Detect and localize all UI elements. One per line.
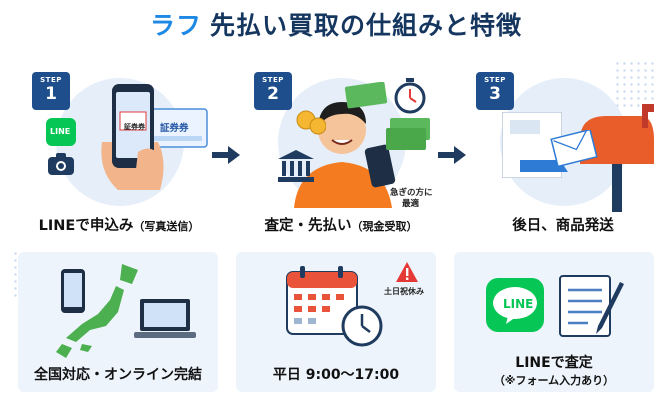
brand-name: ラフ (149, 11, 202, 40)
page-title: ラフ先払い買取の仕組みと特徴 (0, 6, 672, 42)
bank-building-icon (278, 150, 314, 182)
step-2-badge: STEP 2 (254, 72, 292, 110)
feature-hours-label: 平日 9:00〜17:00 (272, 367, 400, 383)
step-1-caption-main: LINEで申込み (38, 218, 134, 234)
step-3: STEP 3 後日、商品発送 (458, 0, 658, 240)
arrow-right-icon (212, 146, 240, 164)
laptop-icon (134, 299, 196, 338)
step-badge-word: STEP (262, 76, 284, 84)
feature-line-label: LINEで査定 (515, 355, 593, 371)
step-2-caption-sub: （現金受取） (351, 220, 418, 233)
decorative-dots (614, 60, 654, 110)
clock-icon (341, 305, 383, 347)
step-2-caption-main: 査定・先払い (264, 218, 352, 234)
feature-hours: 土日祝休み 平日 9:00〜17:00 (236, 252, 436, 392)
form-document-icon (559, 275, 624, 337)
banknotes-icon (344, 82, 430, 150)
line-logo-text: LINE (503, 297, 534, 311)
step-1-badge: STEP 1 (32, 72, 70, 110)
stopwatch-icon (394, 78, 426, 114)
step-badge-number: 2 (267, 84, 279, 104)
step-3-caption: 後日、商品発送 (458, 214, 668, 235)
person-with-phone-icon (294, 102, 396, 208)
feature-line-assessment: LINE LINEで査定 （※フォーム入力あり） (454, 252, 654, 392)
feature-nationwide: 全国対応・オンライン完結 (18, 252, 218, 392)
mailbox-icon (580, 104, 654, 212)
step-badge-number: 1 (45, 84, 57, 104)
step-3-badge: STEP 3 (476, 72, 514, 110)
arrow-right-icon (438, 146, 466, 164)
step-badge-word: STEP (40, 76, 62, 84)
smartphone-icon (61, 269, 85, 313)
line-logo-icon (486, 278, 544, 332)
step-1-caption: LINEで申込み（写真送信） (14, 214, 224, 235)
step-1-caption-sub: （写真送信） (133, 220, 200, 233)
envelope-hand-icon (520, 130, 598, 172)
step-3-caption-main: 後日、商品発送 (512, 218, 614, 234)
step-2: STEP 2 急ぎの方に 最適 査定・先払い（現金受取） (236, 0, 436, 240)
id-card-text: 証券券 (124, 123, 145, 131)
camera-icon (48, 153, 74, 175)
line-app-icon (46, 118, 76, 146)
feature-nationwide-label: 全国対応・オンライン完結 (34, 367, 202, 383)
line-app-icon-text: LINE (50, 127, 71, 136)
smartphone-hand-icon (101, 84, 164, 190)
step-badge-word: STEP (484, 76, 506, 84)
coins-icon (296, 110, 326, 135)
step-1: STEP 1 LINE 証券券 証券券 LINEで申込み（写真送信） (14, 0, 214, 240)
weekend-closed-badge: 土日祝休み (384, 287, 424, 296)
fast-note-line2: 最適 (402, 199, 420, 209)
japan-map-icon (56, 264, 138, 358)
calendar-icon (286, 266, 358, 335)
step-badge-number: 3 (489, 84, 501, 104)
page-title-text: 先払い買取の仕組みと特徴 (210, 11, 523, 40)
ticket-text: 証券券 (160, 123, 189, 134)
warning-icon (396, 262, 418, 282)
feature-line-sub: （※フォーム入力あり） (493, 374, 615, 387)
fast-note-line1: 急ぎの方に (390, 188, 433, 198)
step-2-caption: 査定・先払い（現金受取） (236, 214, 446, 235)
